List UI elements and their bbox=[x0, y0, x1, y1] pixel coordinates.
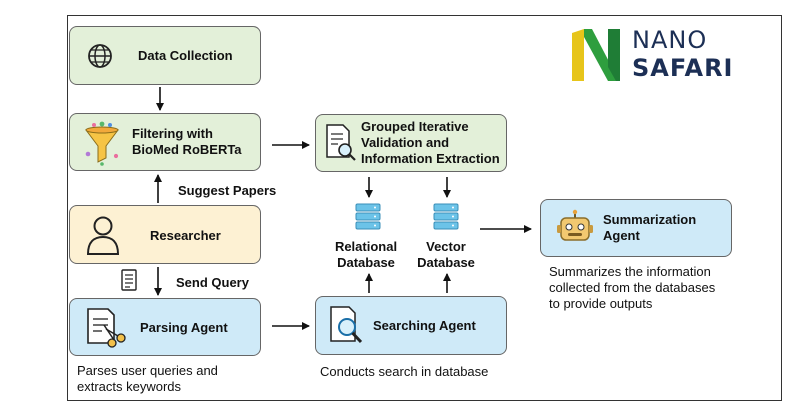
parsing-agent-box: Parsing Agent bbox=[69, 298, 261, 356]
data-collection-label: Data Collection bbox=[138, 48, 233, 63]
data-collection-box: Data Collection bbox=[69, 26, 261, 85]
summarization-caption-line1: Summarizes the information bbox=[549, 264, 711, 279]
robot-icon bbox=[557, 209, 593, 241]
vector-database-icon bbox=[433, 203, 459, 230]
grouped-validation-box: Grouped Iterative Validation and Informa… bbox=[315, 114, 507, 172]
magnifier-icon bbox=[330, 306, 363, 344]
parsing-caption-line2: extracts keywords bbox=[77, 379, 182, 394]
person-icon bbox=[86, 216, 120, 255]
researcher-box: Researcher bbox=[69, 205, 261, 264]
send-query-label: Send Query bbox=[176, 275, 249, 290]
relational-database-icon bbox=[355, 203, 381, 230]
searching-caption: Conducts search in database bbox=[320, 364, 489, 379]
vector-db-label-line2: Database bbox=[417, 255, 475, 270]
relational-db-label-line1: Relational bbox=[334, 239, 398, 254]
document-search-icon bbox=[326, 124, 356, 161]
grouped-label-line3: Information Extraction bbox=[361, 151, 500, 166]
parsing-caption-line1: Parses user queries and bbox=[77, 363, 218, 378]
relational-db-label-line2: Database bbox=[337, 255, 395, 270]
researcher-label: Researcher bbox=[150, 228, 221, 243]
funnel-icon bbox=[85, 121, 119, 166]
filtering-label-line1: Filtering with bbox=[132, 126, 213, 141]
summarization-caption-line2: collected from the databases bbox=[549, 280, 716, 295]
summarization-caption-line3: to provide outputs bbox=[549, 296, 653, 311]
searching-agent-label: Searching Agent bbox=[373, 318, 476, 333]
document-scissors-icon bbox=[87, 308, 126, 348]
grouped-label-line2: Validation and bbox=[361, 135, 450, 150]
globe-icon bbox=[88, 44, 112, 68]
suggest-papers-label: Suggest Papers bbox=[178, 183, 277, 198]
grouped-label-line1: Grouped Iterative bbox=[361, 119, 469, 134]
parsing-agent-label: Parsing Agent bbox=[140, 320, 228, 335]
query-document-icon bbox=[121, 269, 137, 291]
searching-agent-box: Searching Agent bbox=[315, 296, 507, 355]
summarization-agent-box: Summarization Agent bbox=[540, 199, 732, 257]
summarization-label-line2: Agent bbox=[603, 228, 640, 243]
logo-line1: NANO bbox=[632, 26, 708, 54]
filtering-label-line2: BioMed RoBERTa bbox=[132, 142, 242, 157]
vector-db-label-line1: Vector bbox=[426, 239, 466, 254]
diagram-frame bbox=[67, 15, 782, 401]
logo-n-mark-icon bbox=[572, 29, 620, 81]
logo-line2: SAFARI bbox=[632, 54, 734, 82]
summarization-label-line1: Summarization bbox=[603, 212, 697, 227]
filtering-box: Filtering with BioMed RoBERTa bbox=[69, 113, 261, 171]
